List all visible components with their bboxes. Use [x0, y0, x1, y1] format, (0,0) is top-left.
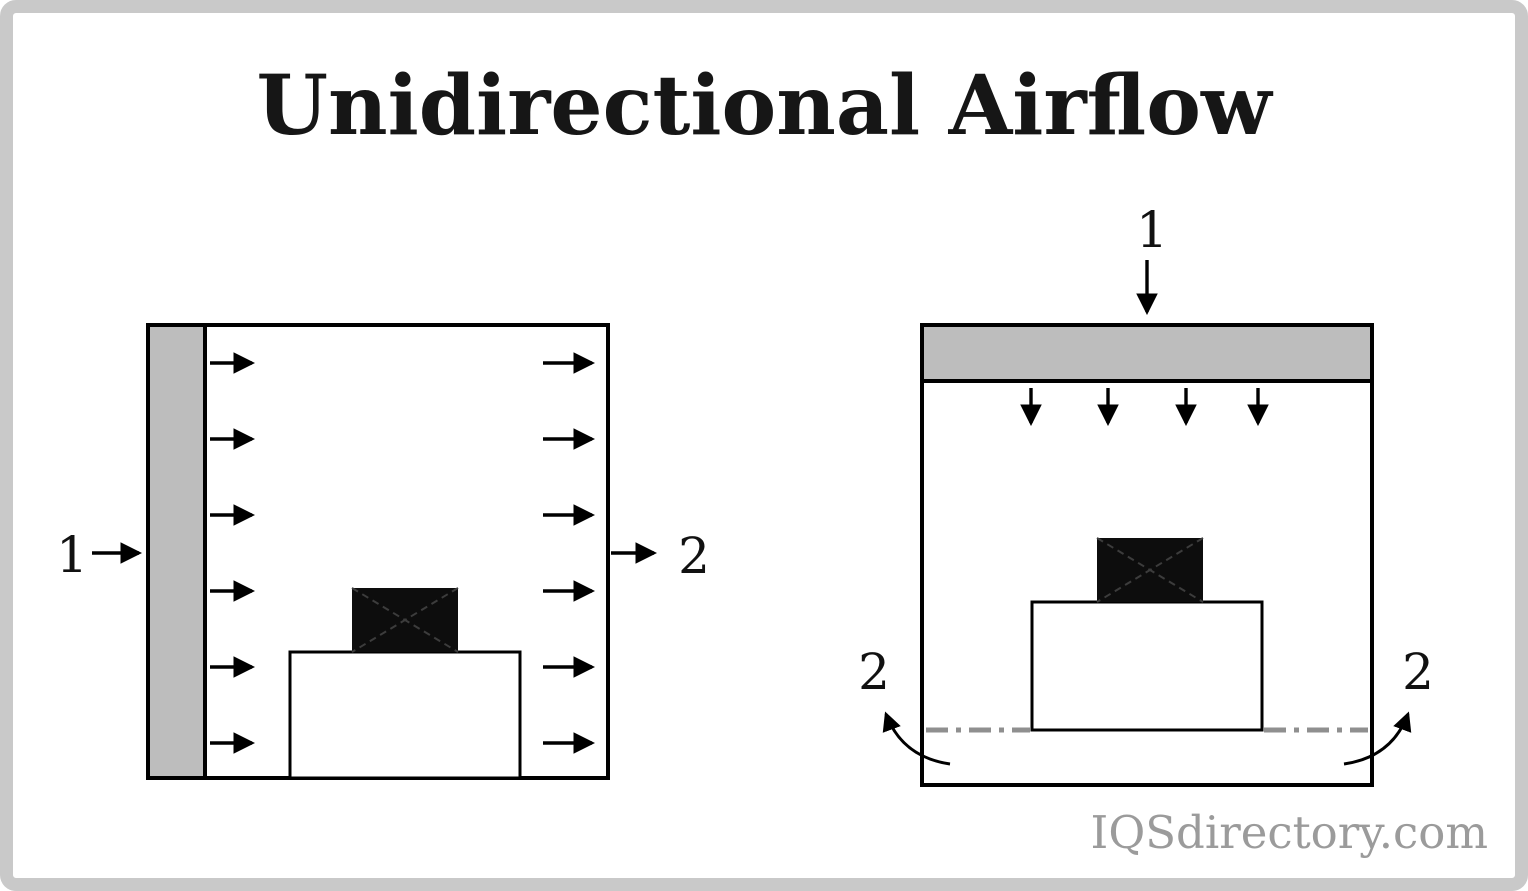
page-title: Unidirectional Airflow: [256, 58, 1272, 154]
right-filter-panel: [920, 323, 1374, 383]
left-filter-panel: [146, 323, 207, 780]
right-outlet-label-right: 2: [1402, 643, 1434, 701]
right-outlet-curved-arrow-left: [882, 711, 951, 766]
watermark: IQSdirectory.com: [1090, 806, 1488, 859]
vertical-flow-diagram: 1 2 2: [858, 201, 1434, 787]
left-outlet-label: 2: [678, 527, 710, 585]
right-downflow-arrows: [1020, 388, 1269, 427]
right-equipment-base: [1030, 600, 1264, 732]
left-flow-arrows-outlet-side: [543, 352, 596, 754]
left-inlet-label: 1: [56, 526, 88, 584]
right-block-x-mark: [1096, 537, 1204, 603]
right-outlet-label-left: 2: [858, 643, 890, 701]
left-flow-arrows-inlet-side: [210, 352, 256, 754]
left-block-x-mark: [351, 587, 459, 653]
horizontal-flow-diagram: 1 2: [56, 323, 710, 780]
right-inlet-label: 1: [1136, 201, 1168, 259]
left-equipment-base: [288, 650, 522, 780]
right-outlet-curved-arrow-right: [1343, 711, 1412, 766]
